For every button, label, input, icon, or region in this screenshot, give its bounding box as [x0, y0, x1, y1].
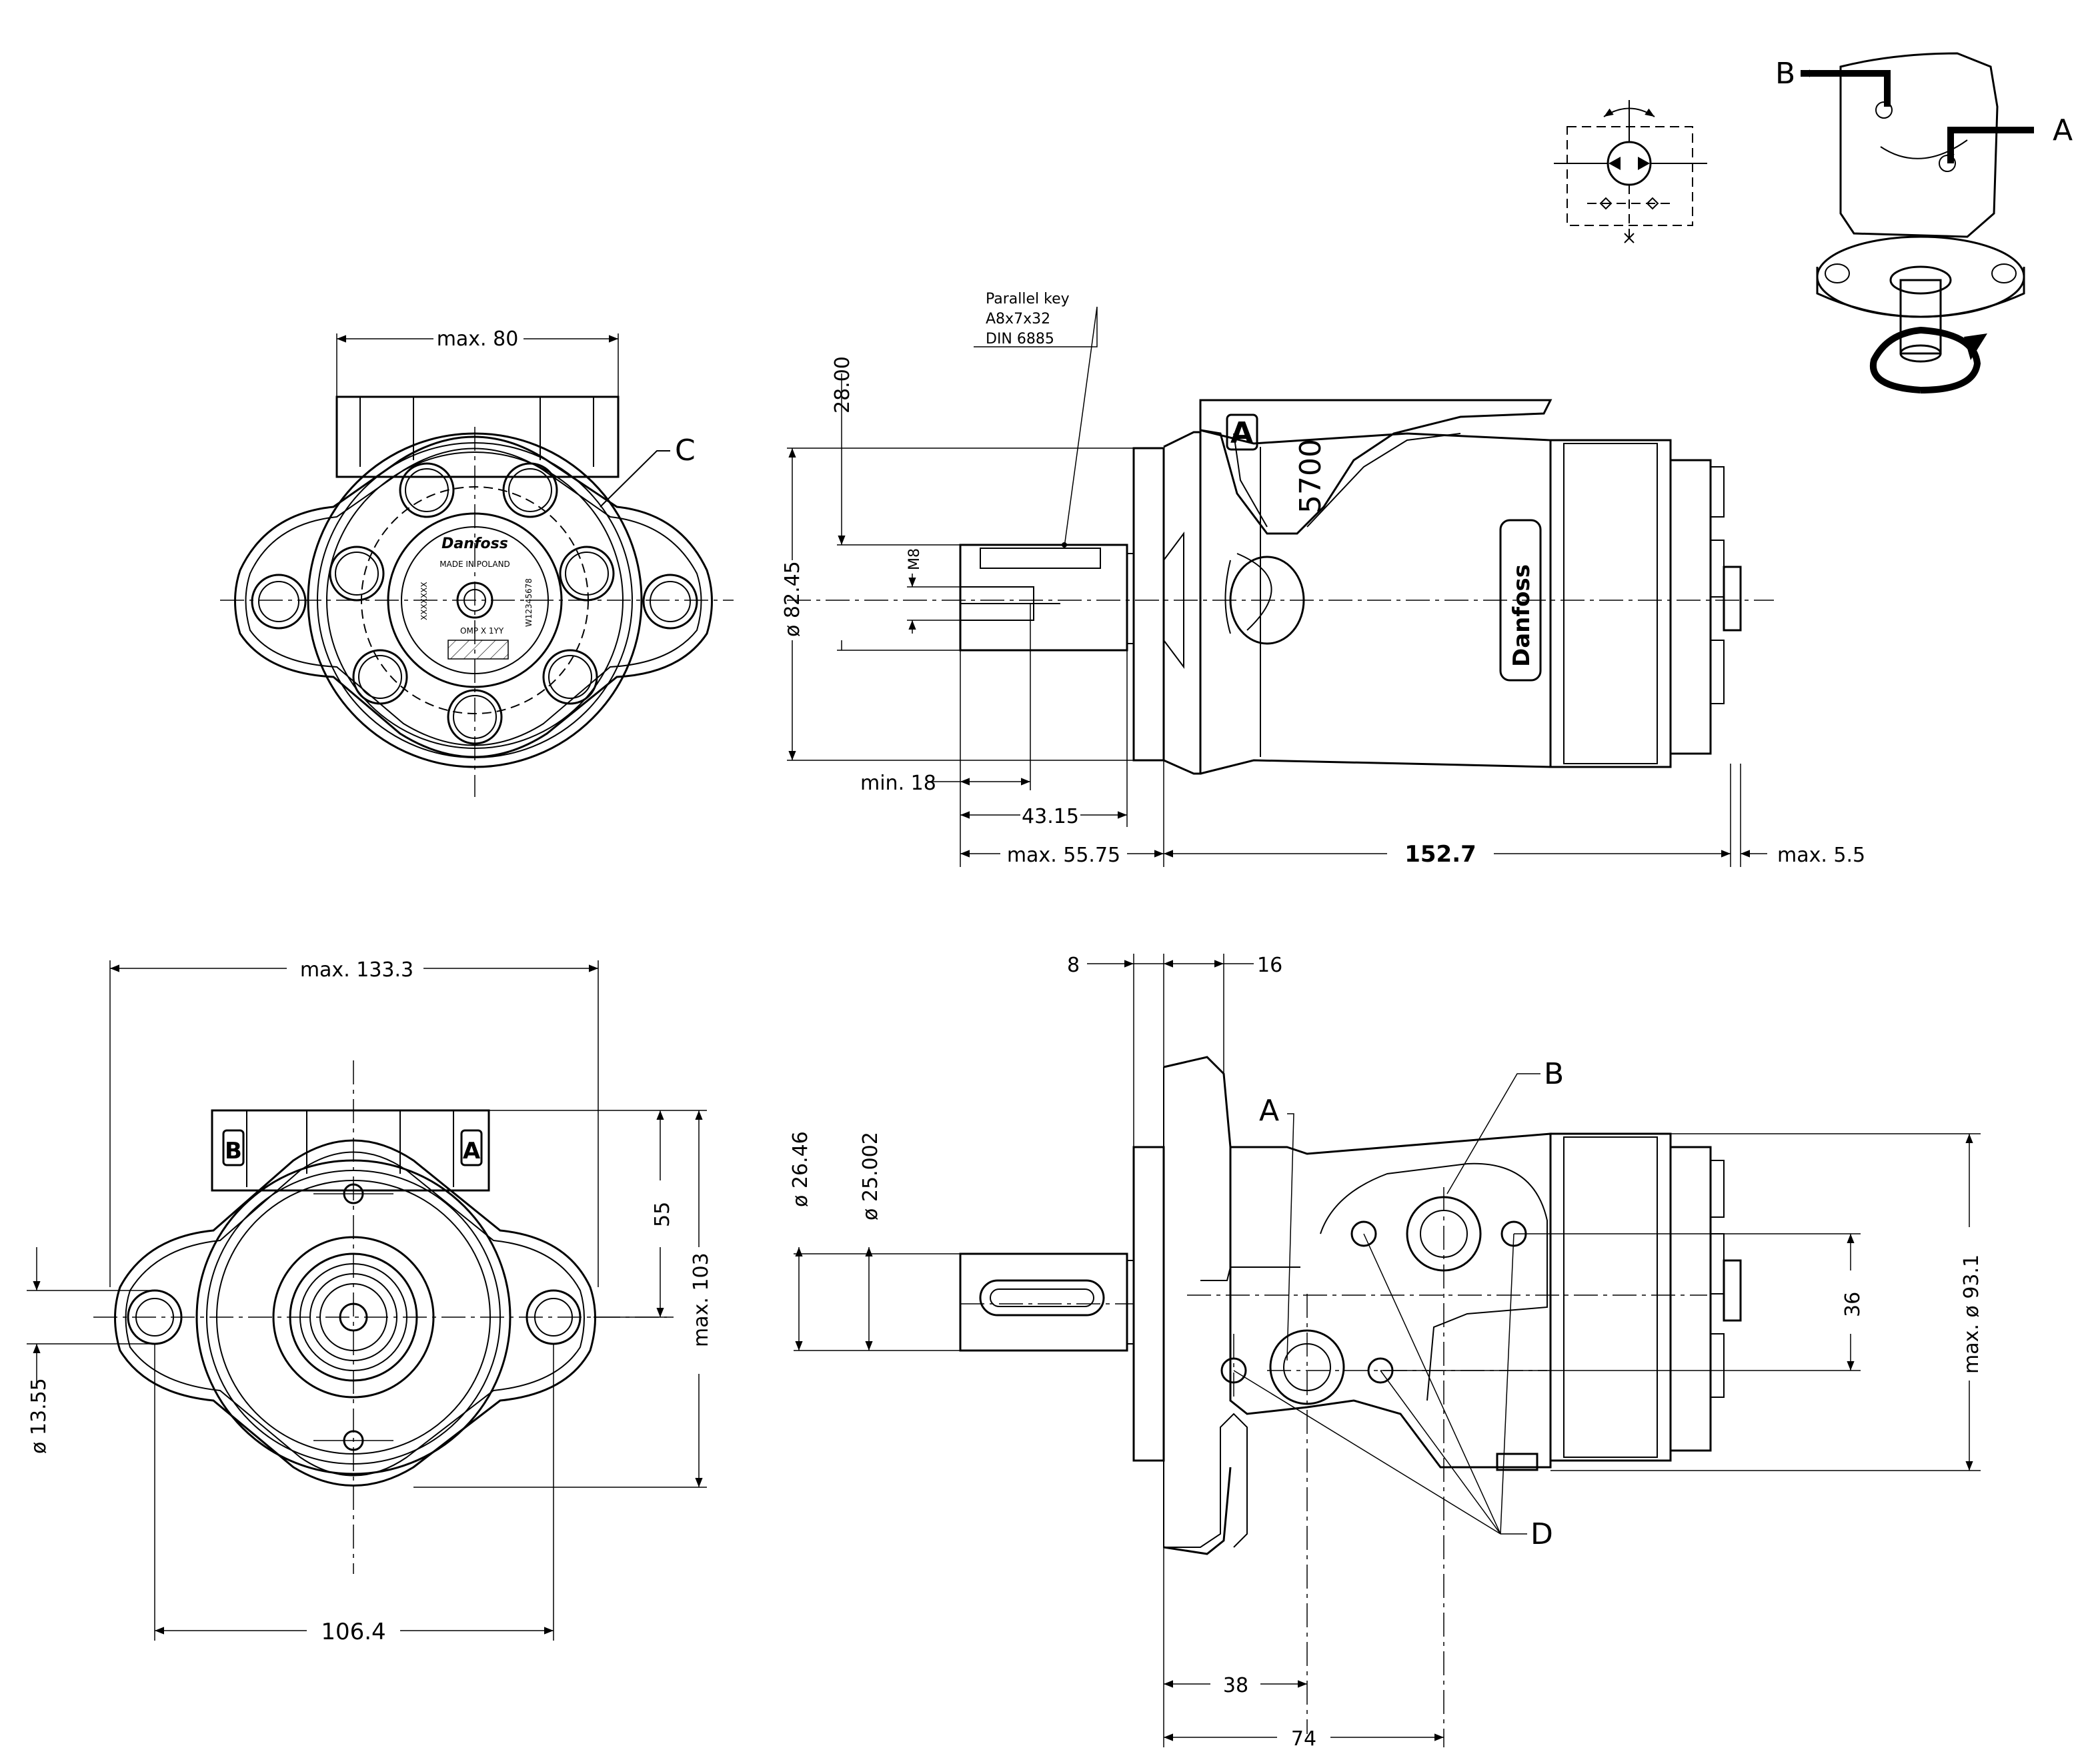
dim-36: 36	[1841, 1292, 1865, 1317]
port-b-marker	[222, 1129, 245, 1166]
callout-b: B	[1544, 1057, 1564, 1091]
brand-label: Danfoss	[1508, 564, 1535, 667]
iso-port-a: A	[2053, 113, 2073, 147]
brand-mark-small: Danfoss	[441, 536, 508, 552]
nameplate-serial: W12345678	[524, 578, 534, 627]
dim-max103: max. 103	[690, 1252, 713, 1347]
dim-max80: max. 80	[437, 327, 519, 351]
dim-106-4: 106.4	[321, 1619, 385, 1645]
top-view: A B D 8 16 ø 26.46 ø 25.002 36	[789, 954, 1983, 1751]
callout-c: C	[675, 433, 696, 468]
hydraulic-symbol	[1554, 100, 1707, 243]
parallel-key-line2: A8x7x32	[986, 311, 1050, 327]
port-a-mark: A	[1230, 416, 1253, 450]
dim-82-45: ø 82.45	[781, 561, 804, 637]
dim-max55-75: max. 55.75	[1007, 844, 1120, 867]
side-view: Danfoss A 5700 Parallel key A8x7x32 DIN …	[781, 291, 1865, 868]
dim-74: 74	[1291, 1727, 1316, 1751]
callout-d: D	[1530, 1517, 1553, 1551]
port-a-marker	[1226, 413, 1258, 451]
nameplate-code: XXXXXXX	[419, 582, 429, 620]
bolt-circle	[329, 462, 615, 745]
port-a-marker-rear	[460, 1129, 483, 1166]
dim-max5-5: max. 5.5	[1777, 844, 1865, 867]
dim-16: 16	[1257, 954, 1282, 977]
nameplate-type: OMP X 1YY	[460, 626, 504, 636]
dim-max133-3: max. 133.3	[300, 958, 413, 982]
model-number: 5700	[1294, 439, 1328, 514]
dim-13-55: ø 13.55	[27, 1378, 51, 1454]
dim-25-002: ø 25.002	[859, 1132, 882, 1220]
dim-28-00: 28.00	[831, 356, 854, 413]
dim-55: 55	[651, 1202, 674, 1227]
dim-min18: min. 18	[860, 772, 936, 795]
front-view: Danfoss MADE IN POLAND XXXXXXX W12345678…	[220, 327, 734, 797]
dim-max93-1: max. ø 93.1	[1960, 1254, 1983, 1374]
callout-a: A	[1259, 1094, 1279, 1128]
dim-8: 8	[1067, 954, 1080, 977]
nameplate-made-in: MADE IN POLAND	[439, 560, 510, 569]
isometric-view: B A	[1775, 52, 2073, 393]
dim-38: 38	[1223, 1674, 1248, 1697]
iso-port-b: B	[1775, 57, 1795, 91]
port-b-mark: B	[225, 1138, 242, 1164]
parallel-key-line1: Parallel key	[986, 291, 1070, 307]
qr-code	[447, 640, 509, 660]
dim-26-46: ø 26.46	[789, 1131, 812, 1207]
dim-43-15: 43.15	[1022, 805, 1079, 828]
dim-152-7: 152.7	[1404, 841, 1476, 868]
port-a-mark-rear: A	[463, 1138, 481, 1164]
rear-view: B A max. 133.3 55	[27, 958, 713, 1645]
parallel-key-line3: DIN 6885	[986, 331, 1054, 347]
dim-m8: M8	[906, 548, 923, 570]
